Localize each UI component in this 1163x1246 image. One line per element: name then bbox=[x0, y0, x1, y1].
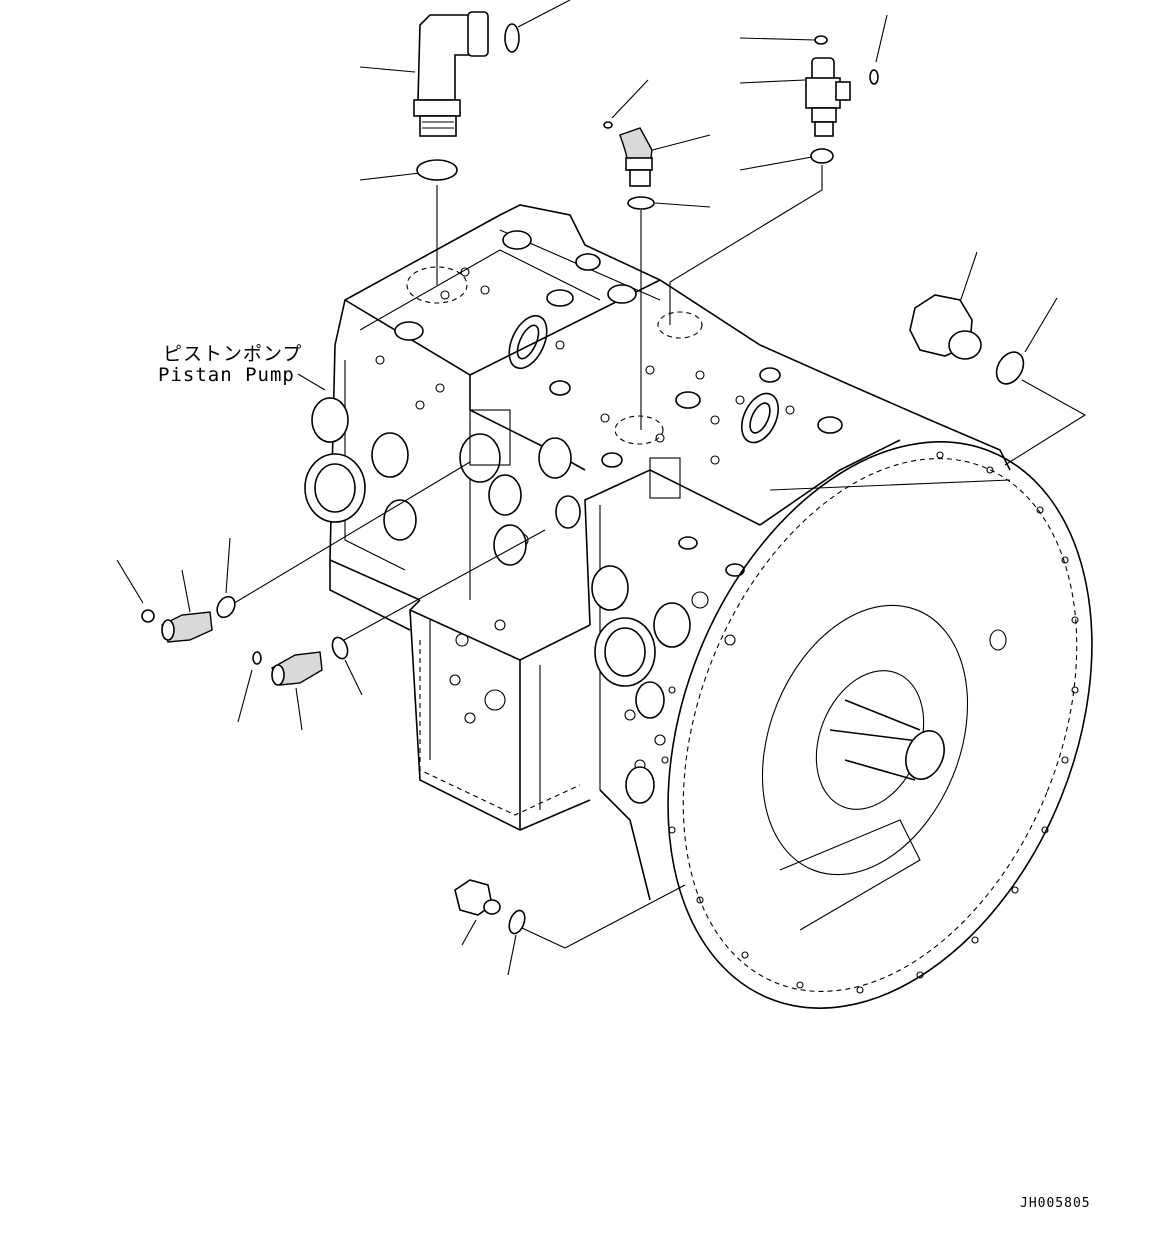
assembly-lines bbox=[116, 0, 1087, 976]
plug bbox=[909, 294, 982, 360]
o-ring bbox=[814, 35, 828, 45]
tee-fitting bbox=[805, 57, 851, 137]
angle-fitting bbox=[619, 127, 653, 187]
elbow-fitting-center bbox=[271, 651, 323, 686]
o-ring bbox=[869, 69, 879, 85]
pump-body bbox=[304, 204, 1011, 901]
component-label-japanese: ピストンポンプ bbox=[163, 343, 303, 365]
o-ring bbox=[508, 909, 526, 935]
o-ring bbox=[810, 148, 834, 164]
bottom-plug bbox=[454, 879, 501, 916]
o-ring bbox=[331, 636, 349, 660]
o-ring bbox=[216, 595, 236, 619]
elbow-fitting-left bbox=[161, 611, 213, 643]
mounting-flange bbox=[661, 441, 1093, 1009]
o-ring bbox=[252, 651, 262, 665]
o-ring bbox=[603, 121, 613, 129]
elbow-connector bbox=[413, 11, 489, 137]
label-pointer bbox=[297, 373, 326, 391]
o-ring bbox=[141, 609, 155, 623]
o-ring bbox=[504, 23, 520, 53]
component-label-english: Pistan Pump bbox=[158, 364, 295, 386]
o-ring bbox=[995, 351, 1025, 385]
o-ring bbox=[627, 196, 655, 210]
o-ring bbox=[416, 159, 458, 181]
drawing-code: JH005805 bbox=[1020, 1196, 1091, 1211]
